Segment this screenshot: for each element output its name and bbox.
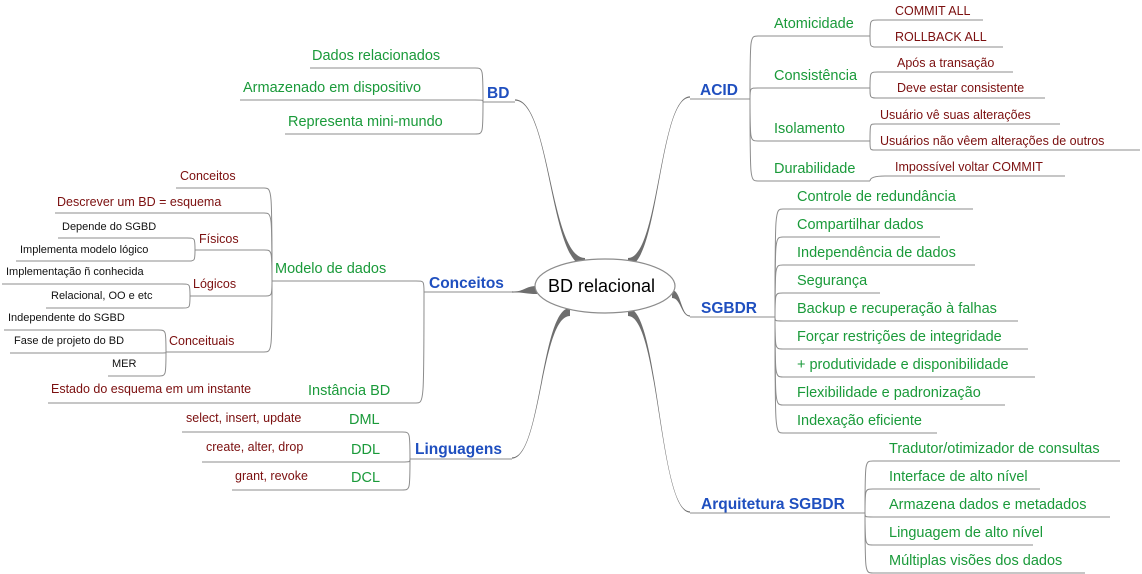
node-flexibilidade: Flexibilidade e padronização — [797, 385, 981, 401]
connector-arquitetura — [864, 512, 1110, 518]
connector-modelo — [195, 249, 273, 282]
node-usuarios-nao-veem: Usuários não vêem alterações de outros — [880, 134, 1105, 148]
node-implementacao-nao-conhecida: Implementação ñ conhecida — [6, 266, 144, 278]
node-logicos: Lógicos — [193, 277, 237, 291]
node-dcl-commands: grant, revoke — [235, 469, 308, 483]
node-apos-transacao: Após a transação — [897, 56, 995, 70]
connector-linguagens — [346, 431, 411, 460]
connector-conceitos — [272, 280, 425, 293]
node-descrever-bd: Descrever um BD = esquema — [57, 195, 222, 209]
node-produtividade: + produtividade e disponibilidade — [797, 357, 1009, 373]
connector-bd — [240, 99, 484, 103]
connector-fisicos — [16, 249, 196, 262]
topic-sgbdr: SGBDR — [701, 300, 757, 317]
node-multiplas-visoes: Múltiplas visões dos dados — [889, 553, 1063, 569]
node-forcar-restricoes: Forçar restrições de integridade — [797, 329, 1002, 345]
node-ddl-commands: create, alter, drop — [206, 440, 304, 454]
connector-sgbdr — [774, 316, 937, 434]
topic-linguagens: Linguagens — [415, 441, 502, 458]
node-armazenado-dispositivo: Armazenado em dispositivo — [243, 80, 422, 96]
branch-sgbdr — [672, 290, 690, 317]
node-impossivel-voltar-commit: Impossível voltar COMMIT — [895, 160, 1043, 174]
node-compartilhar-dados: Compartilhar dados — [797, 217, 924, 233]
node-deve-estar-consistente: Deve estar consistente — [897, 81, 1025, 95]
node-estado-esquema: Estado do esquema em um instante — [51, 382, 252, 396]
connector-logicos — [2, 283, 191, 297]
node-atomicidade: Atomicidade — [774, 16, 854, 32]
node-dcl: DCL — [351, 470, 381, 486]
node-controle-redundancia: Controle de redundância — [797, 189, 956, 205]
connector-durabilidade — [869, 175, 1065, 182]
connector-conceitos — [306, 291, 425, 404]
connector-acid — [749, 87, 870, 100]
connector-sgbdr — [774, 292, 880, 318]
node-usuario-ve: Usuário vê suas alterações — [880, 108, 1031, 122]
node-independente-sgbd: Independente do SGBD — [8, 312, 125, 324]
topic-acid: ACID — [700, 82, 738, 99]
connector-arquitetura — [864, 512, 1085, 574]
connector-sgbdr — [774, 316, 1018, 322]
node-fase-projeto: Fase de projeto do BD — [14, 335, 125, 347]
connector-acid — [749, 35, 870, 100]
connector-bd — [310, 67, 484, 103]
connector-conceituais — [4, 329, 167, 353]
node-depende-sgbd: Depende do SGBD — [62, 221, 157, 233]
branch-conceitos — [512, 286, 537, 294]
connector-atomicidade — [869, 35, 1003, 48]
connector-consistencia — [869, 87, 1045, 99]
node-interface-alto-nivel: Interface de alto nível — [889, 469, 1028, 485]
node-consistencia: Consistência — [774, 68, 858, 84]
connector-lines — [2, 19, 1140, 574]
connector-conceituais — [108, 351, 167, 377]
connector-logicos — [46, 295, 191, 309]
node-durabilidade: Durabilidade — [774, 161, 856, 177]
connector-fisicos — [58, 237, 196, 251]
connector-acid — [749, 98, 870, 182]
branch-linguagens — [512, 308, 570, 459]
main-branches — [512, 96, 690, 513]
branch-acid — [628, 96, 690, 267]
node-tradutor-otimizador: Tradutor/otimizador de consultas — [889, 441, 1100, 457]
node-mer: MER — [112, 358, 137, 370]
connector-linguagens — [348, 458, 411, 463]
node-isolamento: Isolamento — [774, 121, 845, 137]
topic-arquitetura-sgbdr: Arquitetura SGBDR — [701, 496, 845, 513]
node-representa-mini-mundo: Representa mini-mundo — [288, 114, 443, 130]
connector-arquitetura — [864, 488, 1040, 514]
connector-atomicidade — [869, 19, 983, 37]
node-armazena-dados: Armazena dados e metadados — [889, 497, 1087, 513]
node-linguagem-alto-nivel: Linguagem de alto nível — [889, 525, 1043, 541]
connector-consistencia — [869, 71, 1013, 89]
connector-isolamento — [869, 123, 1060, 142]
connector-bd — [285, 101, 484, 135]
node-relacional-oo: Relacional, OO e etc — [51, 290, 153, 302]
node-rollback-all: ROLLBACK ALL — [895, 30, 987, 44]
topic-bd: BD — [487, 85, 510, 102]
connector-linguagens — [348, 458, 411, 491]
node-independencia-dados: Independência de dados — [797, 245, 956, 261]
topic-conceitos: Conceitos — [429, 275, 504, 292]
connector-isolamento — [869, 140, 1140, 151]
connector-conceituais — [10, 351, 167, 354]
central-node-ellipse — [534, 258, 676, 314]
node-dml-commands: select, insert, update — [186, 411, 302, 425]
node-dados-relacionados: Dados relacionados — [312, 48, 441, 64]
node-modelo-de-dados: Modelo de dados — [275, 261, 387, 277]
node-ddl: DDL — [351, 442, 381, 458]
central-topic: BD relacional — [548, 276, 656, 296]
node-conceituais: Conceituais — [169, 334, 235, 348]
node-backup-recuperacao: Backup e recuperação à falhas — [797, 301, 997, 317]
node-seguranca: Segurança — [797, 273, 868, 289]
node-instancia-bd: Instância BD — [308, 383, 391, 399]
node-indexacao: Indexação eficiente — [797, 413, 922, 429]
node-commit-all: COMMIT ALL — [895, 4, 971, 18]
node-dml: DML — [349, 412, 380, 428]
connector-modelo — [166, 280, 273, 353]
node-conceitos-leaf: Conceitos — [180, 169, 236, 183]
branch-arquitetura — [628, 308, 690, 513]
branch-bd — [515, 99, 585, 267]
node-fisicos: Físicos — [199, 232, 239, 246]
node-implementa-modelo-logico: Implementa modelo lógico — [20, 244, 149, 256]
